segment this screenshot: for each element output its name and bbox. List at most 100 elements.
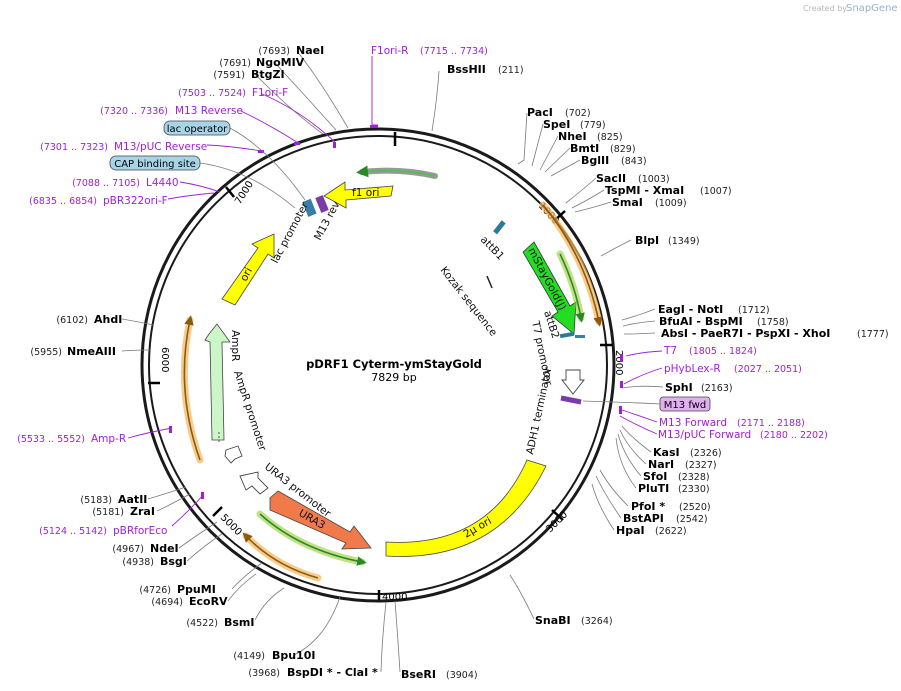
site-pos-bsgi: (4938) <box>122 557 154 568</box>
site-eagi-noti[interactable]: EagI - NotI <box>658 303 723 316</box>
site-bmti[interactable]: BmtI <box>570 142 599 155</box>
site-paci[interactable]: PacI <box>527 106 553 119</box>
primer-phyblex-r[interactable]: pHybLex-R <box>664 363 721 375</box>
site-pos-ngomiv: (7691) <box>219 58 251 69</box>
site-bspdi-clai[interactable]: BspDI * - ClaI * <box>287 666 378 679</box>
site-pos-bglii: (843) <box>621 156 647 167</box>
primer-pos-m13-reverse: (7320 .. 7336) <box>100 106 168 117</box>
site-pos-bsmi: (4522) <box>186 618 218 629</box>
site-ahdi[interactable]: AhdI <box>94 313 122 326</box>
primer-amp-r[interactable]: Amp-R <box>91 433 126 445</box>
site-kasi[interactable]: KasI <box>653 446 680 459</box>
site-aatii[interactable]: AatII <box>118 493 147 506</box>
primer-pbr322ori-f[interactable]: pBR322ori-F <box>103 195 168 207</box>
primer-l4440[interactable]: L4440 <box>146 177 179 189</box>
site-btgzi[interactable]: BtgZI <box>251 68 285 81</box>
site-ecorv[interactable]: EcoRV <box>189 595 228 608</box>
site-pos-nhei: (825) <box>597 132 623 143</box>
adh1-terminator-feature[interactable] <box>561 369 585 395</box>
ura3-inner-arrow <box>259 513 367 566</box>
site-hpai[interactable]: HpaI <box>616 524 645 537</box>
site-pluti[interactable]: PluTI <box>638 482 669 495</box>
primer-pbrforeco[interactable]: pBRforEco <box>113 525 167 537</box>
orf-outer-arrow <box>542 204 603 327</box>
tick-label-7000: 7000 <box>233 179 256 206</box>
site-ppumi[interactable]: PpuMI <box>177 583 216 596</box>
primer-marks <box>169 125 623 499</box>
primer-m13-puc-reverse[interactable]: M13/pUC Reverse <box>114 141 207 153</box>
site-pos-pluti: (2330) <box>678 484 710 495</box>
site-nmeaiii[interactable]: NmeAIII <box>67 345 116 358</box>
m13-fwd-marker[interactable] <box>560 395 582 405</box>
site-pos-hpai: (2622) <box>655 526 687 537</box>
primer-pos-m13-puc-forward: (2180 .. 2202) <box>760 430 828 441</box>
site-nari[interactable]: NarI <box>648 458 674 471</box>
site-pos-bsshii: (211) <box>498 65 524 76</box>
site-bpu10i[interactable]: Bpu10I <box>272 649 316 662</box>
site-sfoi[interactable]: SfoI <box>643 470 667 483</box>
f1-ori-track-arrow <box>356 165 436 178</box>
site-pos-ecorv: (4694) <box>151 597 183 608</box>
site-bglii[interactable]: BglII <box>581 154 609 167</box>
adh1-terminator-label: ADH1 terminator <box>524 365 554 455</box>
attb1-marker[interactable] <box>493 220 506 235</box>
site-pos-claI: (3968) <box>248 668 280 679</box>
primer-f1ori-r[interactable]: F1ori-R <box>371 45 408 57</box>
primer-pos-t7: (1805 .. 1824) <box>689 346 757 357</box>
site-pos-nari: (2327) <box>685 460 717 471</box>
site-pos-smai: (1009) <box>655 198 687 209</box>
two-micron-ori-feature[interactable] <box>385 459 547 557</box>
m13-rev-marker[interactable] <box>315 195 329 213</box>
orf-inner-arrow <box>559 253 585 323</box>
ura3-promoter-feature[interactable] <box>239 471 269 495</box>
site-pos-zrai: (5181) <box>92 507 124 518</box>
attb2-marker[interactable] <box>559 331 575 339</box>
site-zrai[interactable]: ZraI <box>130 505 155 518</box>
site-pos-ndei: (4967) <box>112 544 144 555</box>
mstaygold-feature[interactable] <box>522 241 577 335</box>
primer-pos-f1ori-r: (7715 .. 7734) <box>420 46 488 57</box>
site-bsmi[interactable]: BsmI <box>224 616 255 629</box>
site-pos-bpu10i: (4149) <box>233 651 265 662</box>
lac-operator-label: lac operator <box>167 124 228 135</box>
site-pos-paci: (702) <box>565 108 591 119</box>
site-blpi[interactable]: BlpI <box>635 234 659 247</box>
site-nhei[interactable]: NheI <box>558 130 587 143</box>
site-bsshii[interactable]: BssHII <box>447 63 486 76</box>
primer-m13-puc-forward[interactable]: M13/pUC Forward <box>658 429 751 441</box>
ampr-promoter-feature[interactable] <box>224 445 243 464</box>
ampr-feature[interactable] <box>204 323 231 441</box>
site-tspmi-xmai[interactable]: TspMI - XmaI <box>605 184 684 197</box>
site-pfoi[interactable]: PfoI * <box>631 500 665 513</box>
site-ndei[interactable]: NdeI <box>150 542 179 555</box>
site-absi-xhoi[interactable]: AbsI - PaeR7I - PspXI - XhoI <box>661 327 830 340</box>
restriction-site-labels: (7693) NaeI (7691) NgoMIV (7591) BtgZI B… <box>30 44 888 681</box>
primer-t7[interactable]: T7 <box>663 345 677 357</box>
site-bfuai-bspmi[interactable]: BfuAI - BspMI <box>659 315 743 328</box>
m13-rev-label: M13 rev <box>312 199 343 242</box>
t7-promoter-marker[interactable] <box>575 335 585 338</box>
primer-m13-reverse[interactable]: M13 Reverse <box>175 105 243 117</box>
site-spei[interactable]: SpeI <box>543 118 570 131</box>
plasmid-length: 7829 bp <box>371 371 416 384</box>
site-bsgi[interactable]: BsgI <box>160 555 187 568</box>
ori-feature[interactable] <box>221 233 275 306</box>
f1-ori-feature[interactable] <box>323 181 394 209</box>
site-bseri[interactable]: BseRI <box>401 668 436 681</box>
site-bstapi[interactable]: BstAPI <box>623 512 664 525</box>
lac-promoter-marker[interactable] <box>302 198 317 217</box>
site-pos-aatii: (5183) <box>80 495 112 506</box>
site-smai[interactable]: SmaI <box>612 196 643 209</box>
f1-ori-label: f1 ori <box>352 187 379 199</box>
site-sacii[interactable]: SacII <box>596 172 626 185</box>
site-pos-sfoi: (2328) <box>678 472 710 483</box>
site-pos-snabi: (3264) <box>581 616 613 627</box>
ura3-feature[interactable] <box>269 490 372 550</box>
site-naei[interactable]: NaeI <box>296 44 324 57</box>
site-snabi[interactable]: SnaBI <box>535 614 571 627</box>
site-ngomiv[interactable]: NgoMIV <box>256 56 305 69</box>
primer-m13-forward[interactable]: M13 Forward <box>659 417 727 429</box>
site-sphi[interactable]: SphI <box>665 381 693 394</box>
primer-pos-pbrforeco: (5124 .. 5142) <box>39 526 107 537</box>
primer-f1ori-f[interactable]: F1ori-F <box>252 87 288 99</box>
